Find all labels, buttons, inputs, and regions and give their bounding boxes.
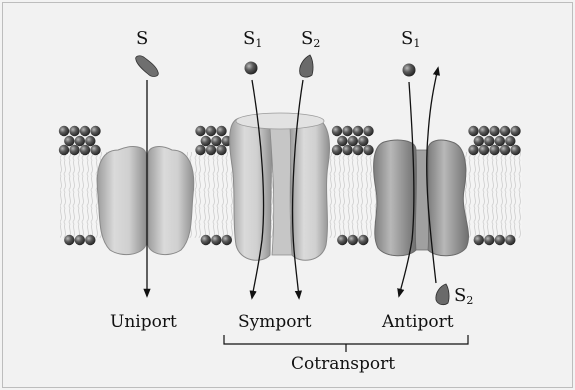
antiport-substrate-s1 [403, 64, 416, 77]
lipid-head [337, 136, 347, 146]
antiport-protein [374, 140, 469, 256]
lipid-head [495, 136, 505, 146]
lipid-head [479, 126, 489, 136]
lipid-head [69, 145, 79, 155]
lipid-head [342, 126, 352, 136]
lipid-head [90, 126, 100, 136]
lipid-head [206, 126, 216, 136]
cotransport-bracket [224, 335, 468, 344]
lipid-head [505, 136, 515, 146]
lipid-head [69, 126, 79, 136]
lipid-head [363, 126, 373, 136]
lipid-head [495, 235, 505, 245]
lipid-head [222, 235, 232, 245]
lipid-head [484, 136, 494, 146]
uniport-label: Uniport [110, 314, 177, 331]
lipid-head [500, 126, 510, 136]
lipid-head [85, 136, 95, 146]
symport-substrate-s2 [300, 55, 313, 77]
symport-s2-label: S2 [301, 30, 320, 49]
lipid-head [216, 126, 226, 136]
lipid-head [510, 126, 520, 136]
lipid-head [342, 145, 352, 155]
lipid-head [468, 126, 478, 136]
antiport-label: Antiport [382, 314, 454, 331]
lipid-head [59, 145, 69, 155]
lipid-head [75, 136, 85, 146]
symport-label: Symport [238, 314, 311, 331]
lipid-head [358, 136, 368, 146]
lipid-head [90, 145, 100, 155]
lipid-head [358, 235, 368, 245]
lipid-head [363, 145, 373, 155]
antiport-s2-label: S2 [454, 287, 473, 306]
symport-protein [230, 113, 330, 260]
lipid-head [211, 235, 221, 245]
lipid-head [353, 126, 363, 136]
lipid-head [195, 145, 205, 155]
lipid-head [59, 126, 69, 136]
lipid-head [484, 235, 494, 245]
lipid-head [505, 235, 515, 245]
lipid-head [510, 145, 520, 155]
lipid-head [75, 235, 85, 245]
antiport-s1-label: S1 [401, 30, 420, 49]
symport-substrate-s1 [245, 62, 258, 75]
lipid-head [332, 145, 342, 155]
lipid-head [211, 136, 221, 146]
lipid-head [474, 136, 484, 146]
lipid-head [206, 145, 216, 155]
lipid-head [479, 145, 489, 155]
lipid-head [64, 235, 74, 245]
lipid-head [474, 235, 484, 245]
uniport-symbol-label: S [136, 30, 148, 48]
lipid-head [216, 145, 226, 155]
lipid-head [500, 145, 510, 155]
lipid-head [195, 126, 205, 136]
uniport-protein [97, 147, 194, 255]
lipid-head [348, 235, 358, 245]
lipid-head [80, 126, 90, 136]
lipid-head [489, 126, 499, 136]
lipid-head [337, 235, 347, 245]
antiport-substrate-s2 [436, 284, 449, 305]
symport-s1-label: S1 [243, 30, 262, 49]
lipid-head [80, 145, 90, 155]
lipid-head [353, 145, 363, 155]
lipid-head [489, 145, 499, 155]
lipid-head [468, 145, 478, 155]
cotransport-label: Cotransport [291, 356, 395, 373]
lipid-head [201, 235, 211, 245]
lipid-head [201, 136, 211, 146]
uniport-substrate-s [136, 56, 159, 77]
lipid-head [332, 126, 342, 136]
lipid-head [64, 136, 74, 146]
lipid-head [348, 136, 358, 146]
lipid-head [85, 235, 95, 245]
